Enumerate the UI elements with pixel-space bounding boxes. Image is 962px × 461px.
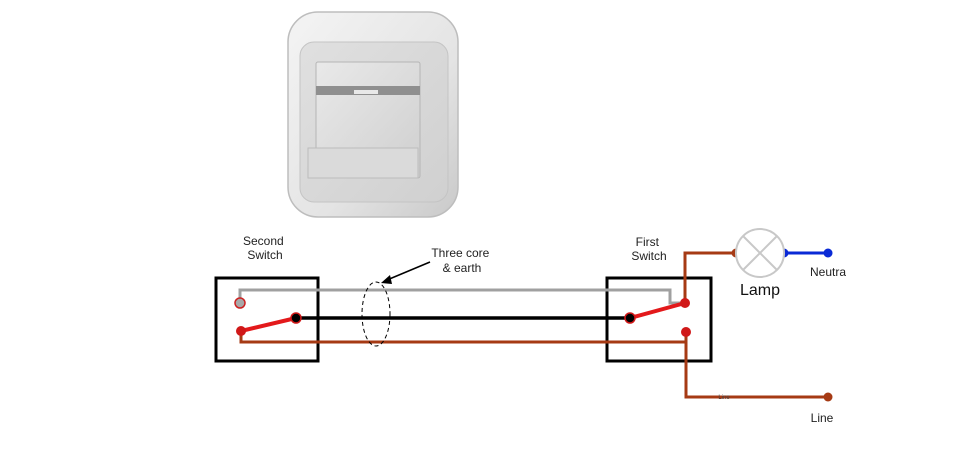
cable-bundle-ellipse xyxy=(361,281,391,347)
first-switch-terminal-black xyxy=(624,312,636,324)
earth-wire xyxy=(238,288,685,305)
second-switch-label: Second Switch xyxy=(243,234,287,262)
second-switch-lever xyxy=(240,316,297,333)
lamp-symbol-icon xyxy=(735,228,785,278)
lamp-label: Lamp xyxy=(740,282,780,299)
first-switch-terminal-lower xyxy=(681,327,691,337)
line-terminal xyxy=(823,392,833,402)
line-supply-wire xyxy=(684,332,828,399)
first-switch-terminal-upper xyxy=(680,298,690,308)
line-label: Line xyxy=(811,411,834,425)
neutral-terminal xyxy=(823,248,833,258)
first-switch-label: First Switch xyxy=(631,235,666,263)
second-switch-terminal-common xyxy=(236,326,246,336)
second-switch-terminal-black xyxy=(290,312,302,324)
neutral-label: Neutral xyxy=(810,265,849,279)
line-small-label: Line xyxy=(718,395,730,401)
neutral-label-mask xyxy=(846,262,886,282)
cable-label: Three core & earth xyxy=(431,246,492,275)
first-switch-lever xyxy=(629,301,686,320)
brown-core-wire xyxy=(239,331,688,344)
switched-live-wire xyxy=(683,251,736,303)
wall-light-switch-icon xyxy=(287,11,459,218)
cable-pointer-arrow xyxy=(381,261,431,284)
second-switch-terminal-earth xyxy=(234,297,246,309)
